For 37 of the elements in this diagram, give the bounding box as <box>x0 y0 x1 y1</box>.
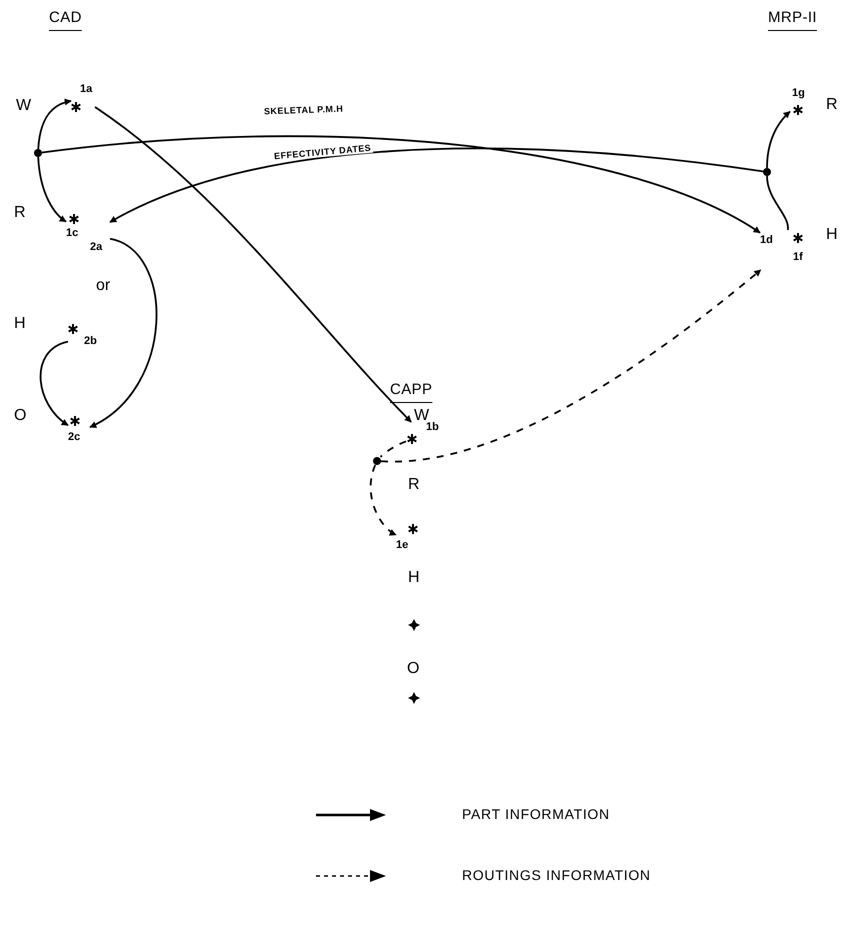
arrow <box>40 340 69 426</box>
edge-label: EFFECTIVITY DATES <box>272 144 374 162</box>
edge-label: SKELETAL P.M.H <box>262 104 346 116</box>
point-number: 2a <box>90 242 102 253</box>
row-label: O <box>14 408 26 424</box>
node-marker <box>71 84 95 114</box>
point-number: 1f <box>793 252 803 263</box>
arrow <box>37 156 67 222</box>
arrow <box>766 110 791 168</box>
point-marker <box>408 692 420 704</box>
point-number: 1d <box>760 235 773 246</box>
point-number: 1e <box>396 540 408 551</box>
arrow <box>42 135 761 234</box>
legend-label: ROUTINGS INFORMATION <box>462 866 651 885</box>
arrow <box>380 269 762 462</box>
row-label: H <box>408 570 420 586</box>
row-label: H <box>14 316 26 332</box>
point-number: 2b <box>84 336 97 347</box>
point-number: 1c <box>66 228 78 239</box>
arrow <box>94 106 412 423</box>
arrow <box>109 148 764 223</box>
point-number: 1g <box>792 88 805 99</box>
point-number: 1a <box>80 84 92 95</box>
legend-label: PART INFORMATION <box>462 805 610 824</box>
row-label: R <box>408 477 420 493</box>
row-label: H <box>826 227 838 243</box>
row-label: or <box>96 278 110 294</box>
row-label: R <box>826 97 838 113</box>
row-label: O <box>407 661 420 677</box>
point-number: 2c <box>68 432 80 443</box>
row-label: W <box>16 98 32 114</box>
point-number: 1b <box>426 422 439 433</box>
arrow <box>89 238 158 428</box>
arrow <box>370 464 397 536</box>
arrow <box>37 98 72 150</box>
point-marker <box>408 619 420 631</box>
row-label: R <box>14 205 26 221</box>
